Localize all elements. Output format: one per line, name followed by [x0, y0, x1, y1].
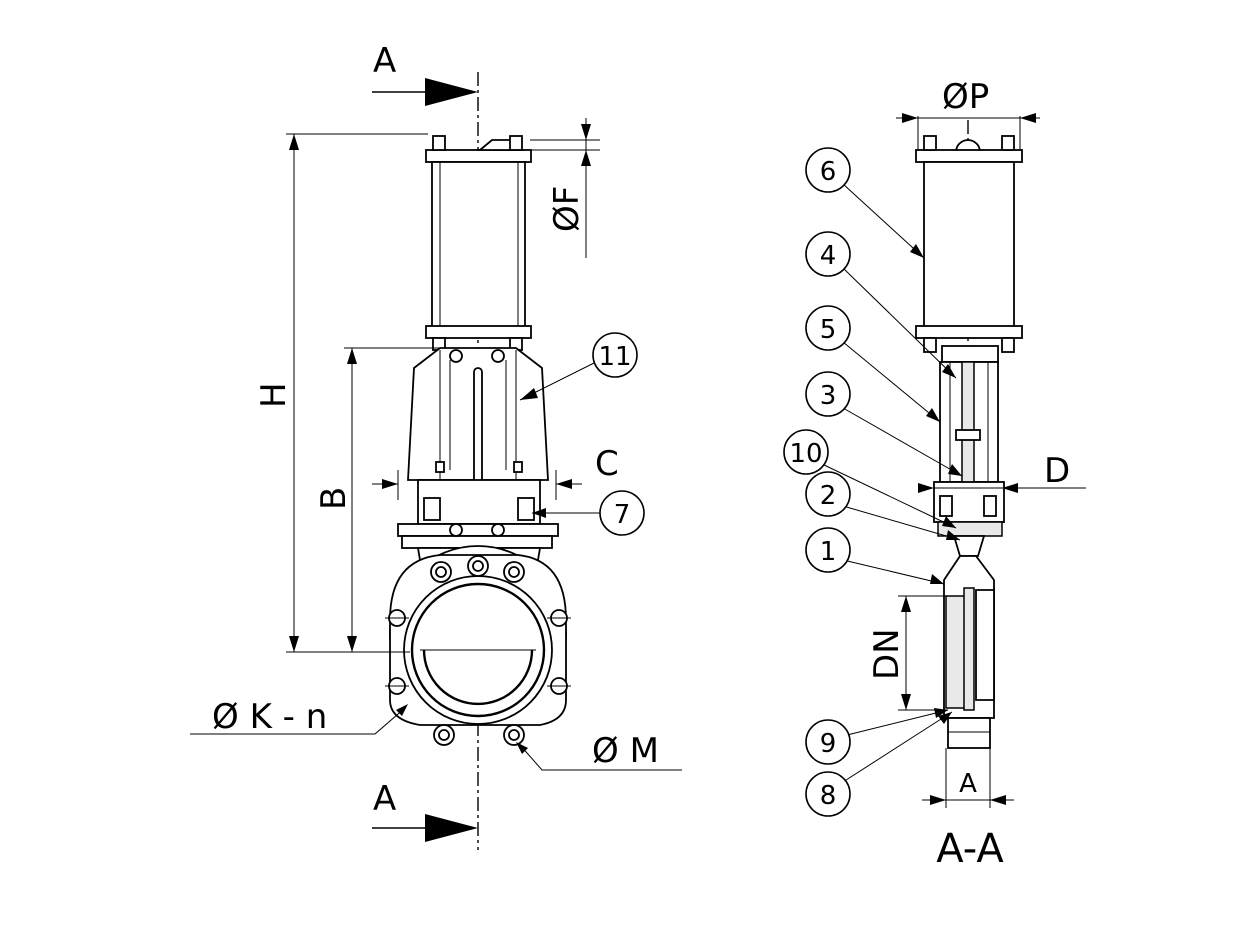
- dimension-b: B: [314, 347, 440, 652]
- actuator-cylinder: [425, 135, 532, 351]
- part-label-1: 1: [820, 537, 837, 567]
- section-arrow-top: A: [372, 41, 478, 106]
- part-label-11: 11: [598, 342, 631, 372]
- part-7-callout: 7: [532, 490, 645, 536]
- dim-label-d: D: [1044, 451, 1070, 491]
- dimension-a: A: [922, 748, 1014, 808]
- dim-label-c: C: [595, 444, 619, 484]
- part-label-2: 2: [820, 481, 837, 511]
- part-label-4: 4: [820, 241, 837, 271]
- section-actuator: [915, 135, 1023, 353]
- dim-label-dn: DN: [867, 628, 907, 680]
- dimension-phi-f: ØF: [530, 118, 600, 258]
- section-label-bottom: A: [373, 779, 396, 819]
- part-2-callout: 2: [805, 471, 961, 541]
- dimension-d: D: [918, 451, 1086, 493]
- dimension-phi-p: ØP: [896, 77, 1040, 150]
- part-5-callout: 5: [805, 305, 941, 423]
- dimension-h: H: [254, 133, 428, 653]
- part-1-callout: 1: [805, 527, 945, 585]
- part-4-callout: 4: [805, 231, 957, 379]
- dim-label-phi-p: ØP: [942, 77, 989, 117]
- part-label-6: 6: [820, 157, 837, 187]
- dimension-phi-kn: Ø K - n: [190, 697, 408, 737]
- part-label-7: 7: [614, 500, 631, 530]
- part-10-callout: 10: [783, 429, 957, 529]
- front-view: A A: [190, 41, 682, 850]
- section-label-top: A: [373, 41, 396, 81]
- dimension-dn: DN: [867, 595, 948, 711]
- part-label-10: 10: [789, 439, 822, 469]
- dim-label-phi-f: ØF: [547, 186, 587, 232]
- section-view: ØP D DN A A-A: [783, 77, 1086, 872]
- part-label-9: 9: [820, 729, 837, 759]
- section-body: [943, 555, 995, 749]
- dimension-phi-m: Ø M: [516, 731, 682, 771]
- part-8-callout: 8: [805, 711, 953, 817]
- part-label-8: 8: [820, 781, 837, 811]
- section-arrow-bottom: A: [372, 779, 478, 842]
- part-label-5: 5: [820, 315, 837, 345]
- dim-label-h: H: [254, 382, 294, 408]
- section-gland: [933, 481, 1005, 557]
- valve-body: [385, 545, 571, 746]
- part-label-3: 3: [820, 381, 837, 411]
- part-3-callout: 3: [805, 371, 963, 477]
- dimension-c: C: [372, 444, 619, 500]
- section-title: A-A: [936, 826, 1004, 872]
- dim-label-phi-m: Ø M: [592, 731, 659, 771]
- dim-label-b: B: [314, 487, 354, 510]
- part-11-callout: 11: [519, 332, 638, 401]
- part-9-callout: 9: [805, 708, 949, 765]
- gland-flange: [397, 479, 559, 549]
- dim-label-phi-kn: Ø K - n: [212, 697, 327, 737]
- part-6-callout: 6: [805, 147, 925, 259]
- dim-label-a: A: [959, 769, 977, 799]
- yoke-bracket: [407, 347, 549, 499]
